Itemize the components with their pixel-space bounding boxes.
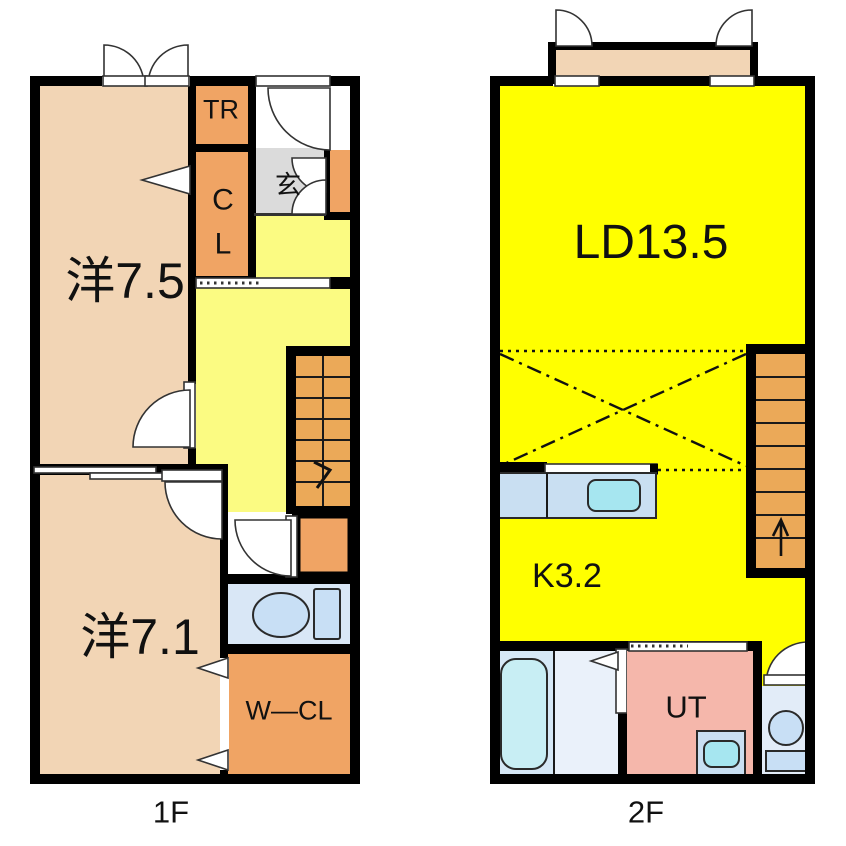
bedroom1-door-swing-icon bbox=[132, 389, 191, 448]
void-dashed-lines bbox=[499, 349, 747, 472]
entrance-door-swing-icon bbox=[267, 87, 331, 151]
stairs-1f bbox=[286, 346, 360, 514]
kitchen-counter bbox=[493, 462, 658, 519]
stairs-2f bbox=[746, 344, 810, 578]
room-label-utility: UT bbox=[665, 689, 707, 725]
wcl-door-triangle2-icon bbox=[195, 748, 229, 772]
shoe-cabinet bbox=[328, 150, 354, 214]
genkan-door-swing2-icon bbox=[291, 179, 327, 215]
storage-nook bbox=[295, 513, 353, 577]
room-label-kitchen: K3.2 bbox=[532, 557, 602, 595]
room-label-living-dining: LD13.5 bbox=[573, 216, 729, 269]
room-label-closet: CL bbox=[212, 183, 234, 261]
toilet-icon-1f bbox=[252, 588, 341, 640]
utility-sink-icon bbox=[696, 730, 746, 776]
balcony-door-swing-right-icon bbox=[715, 9, 753, 47]
washing-area bbox=[554, 651, 618, 777]
bedroom2-door-swing-icon bbox=[164, 481, 223, 540]
stairs-down-arrow bbox=[313, 460, 333, 489]
floor2-plan bbox=[490, 50, 810, 784]
entrance-hall bbox=[254, 216, 354, 282]
floor1-doors-openings bbox=[33, 44, 331, 772]
balcony-door-swing-left-icon bbox=[555, 9, 593, 47]
entrance-step-line bbox=[254, 213, 326, 216]
closet-door-triangle-icon bbox=[139, 164, 191, 196]
bathtub-icon bbox=[500, 658, 548, 770]
floor2-label: 2F bbox=[627, 794, 665, 830]
bath-door-triangle-icon bbox=[588, 650, 619, 672]
room-label-walk-in-closet: W—CL bbox=[245, 695, 333, 726]
room-label-trunk: TR bbox=[203, 94, 239, 125]
room-label-bedroom1: 洋7.5 bbox=[65, 253, 185, 309]
room-label-bedroom2: 洋7.1 bbox=[80, 609, 200, 665]
floor2-walls bbox=[490, 9, 815, 784]
room-closet bbox=[192, 150, 252, 280]
wcl-door-triangle-icon bbox=[195, 656, 229, 680]
stairs-up-arrow bbox=[771, 516, 790, 556]
room-label-entrance: 玄 bbox=[274, 170, 302, 200]
floor1-label: 1F bbox=[152, 794, 190, 830]
room-walk-in-closet bbox=[228, 652, 354, 776]
kitchen-sink-icon bbox=[587, 479, 641, 512]
room-trunk bbox=[192, 82, 252, 148]
hall-door-swing-icon bbox=[234, 519, 292, 577]
